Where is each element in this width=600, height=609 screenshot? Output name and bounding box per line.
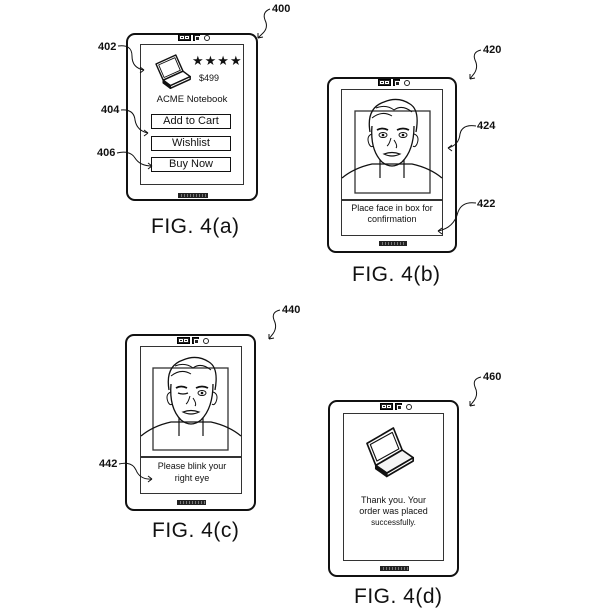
- figure-caption-4d: FIG. 4(d): [354, 585, 443, 608]
- buy-now-button[interactable]: Buy Now: [151, 157, 231, 172]
- ref-label-442: 442: [99, 458, 118, 470]
- screen-fig-4d: [343, 413, 444, 561]
- leader-440: [268, 309, 281, 340]
- ref-label-404: 404: [101, 104, 120, 116]
- light-sensor-icon: [203, 337, 209, 344]
- camera-icon: [177, 337, 190, 344]
- instruction-line-1: Place face in box for: [351, 203, 433, 213]
- figure-caption-4c: FIG. 4(c): [152, 519, 240, 542]
- light-sensor-icon: [204, 34, 210, 41]
- product-name: ACME Notebook: [156, 94, 228, 105]
- instruction-line-2: right eye: [174, 473, 210, 483]
- screen-divider: [341, 199, 443, 201]
- sensor-cluster: [178, 34, 210, 41]
- instruction-line-1: Please blink your: [157, 461, 227, 471]
- leader-400: [257, 8, 271, 39]
- home-button[interactable]: [177, 500, 206, 505]
- instruction-line-2: confirmation: [367, 214, 417, 224]
- light-sensor-icon: [404, 79, 410, 86]
- sensor-cluster: [378, 79, 410, 86]
- product-price: $499: [198, 73, 220, 83]
- wishlist-button[interactable]: Wishlist: [151, 136, 231, 151]
- sensor-cluster: [177, 337, 209, 344]
- ref-label-406: 406: [97, 147, 116, 159]
- leader-420: [469, 49, 482, 80]
- screen-divider: [140, 456, 242, 458]
- confirmation-line-3: successfully.: [371, 518, 416, 527]
- ref-label-424: 424: [477, 120, 496, 132]
- camera-icon: [378, 79, 391, 86]
- home-button[interactable]: [178, 193, 208, 198]
- sensor-cluster: [380, 403, 412, 410]
- confirmation-line-2: order was placed: [359, 506, 428, 516]
- sensor-icon: [193, 34, 200, 41]
- home-button[interactable]: [380, 566, 409, 571]
- sensor-icon: [395, 403, 402, 410]
- figure-caption-4a: FIG. 4(a): [151, 215, 240, 238]
- ref-label-422: 422: [477, 198, 496, 210]
- ref-label-400: 400: [272, 3, 291, 15]
- product-rating: ★★★★: [192, 53, 243, 68]
- ref-label-402: 402: [98, 41, 117, 53]
- add-to-cart-button[interactable]: Add to Cart: [151, 114, 231, 129]
- camera-icon: [380, 403, 393, 410]
- leader-460: [469, 376, 482, 407]
- ref-label-440: 440: [282, 304, 301, 316]
- ref-label-460: 460: [483, 371, 502, 383]
- sensor-icon: [393, 79, 400, 86]
- figure-caption-4b: FIG. 4(b): [352, 263, 441, 286]
- sensor-icon: [192, 337, 199, 344]
- home-button[interactable]: [379, 241, 407, 246]
- confirmation-line-1: Thank you. Your: [360, 495, 427, 505]
- light-sensor-icon: [406, 403, 412, 410]
- ref-label-420: 420: [483, 44, 502, 56]
- camera-icon: [178, 34, 191, 41]
